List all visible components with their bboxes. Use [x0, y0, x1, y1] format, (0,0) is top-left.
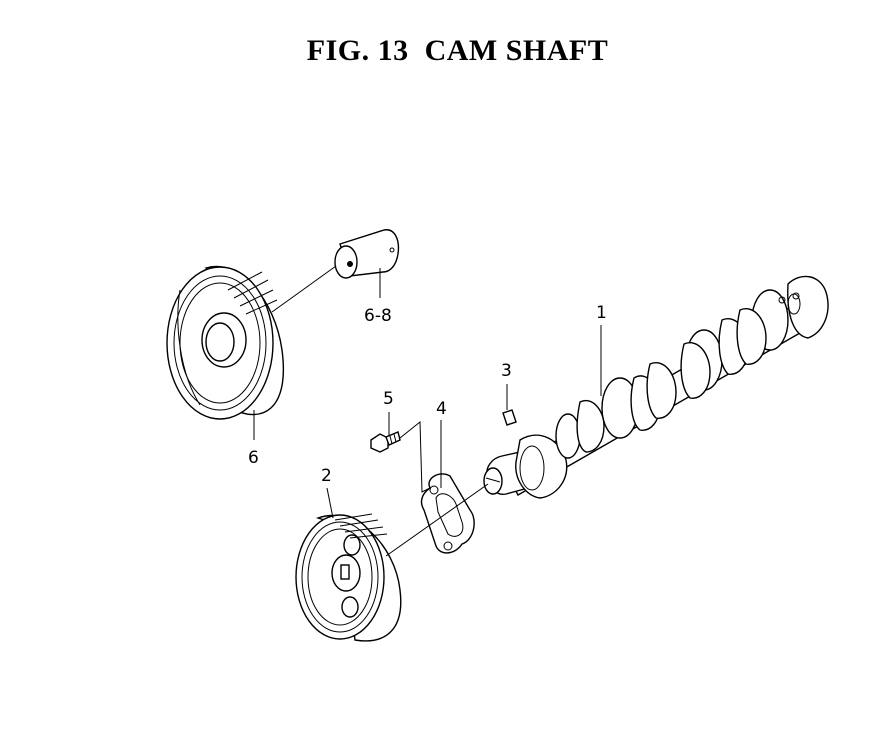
callout-3: 3 — [501, 361, 512, 381]
part-2-cam-gear — [295, 513, 402, 642]
callout-6: 6 — [248, 448, 259, 468]
callout-6-8: 6-8 — [364, 306, 392, 326]
callout-4: 4 — [436, 399, 447, 419]
part-4-gasket — [420, 473, 475, 554]
part-5-bolt — [370, 431, 401, 453]
callout-1: 1 — [596, 303, 607, 323]
part-6-8-bushing — [334, 229, 400, 279]
assembly-lines — [271, 265, 489, 557]
callout-2: 2 — [321, 466, 332, 486]
callout-5: 5 — [383, 389, 394, 409]
figure-title: FIG. 13 CAM SHAFT — [306, 34, 609, 67]
leader-lines — [253, 268, 602, 519]
part-3-key — [502, 409, 517, 426]
part-6-idler-gear — [166, 265, 284, 420]
part-1-camshaft — [483, 275, 829, 499]
